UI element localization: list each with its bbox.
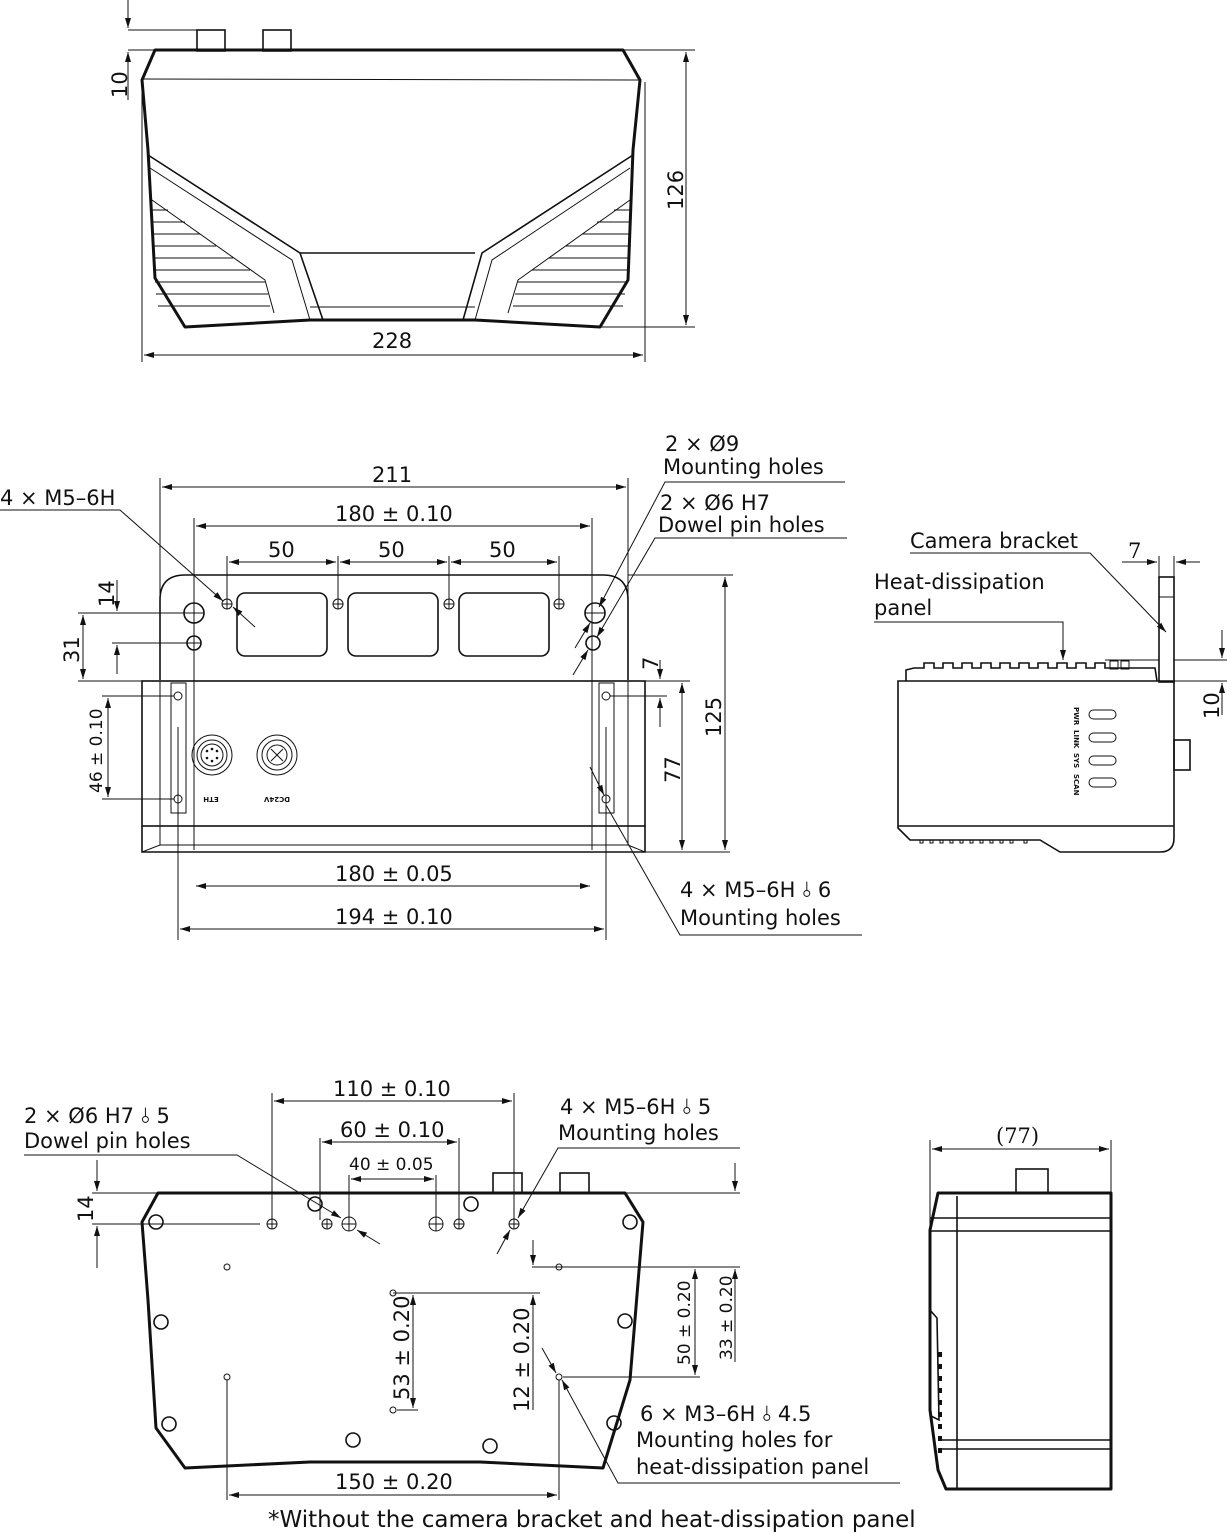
callout-bottom-m5-line1: 4 × M5–6H ⫰ 5 bbox=[560, 1095, 711, 1119]
callout-panel-line2: panel bbox=[874, 596, 932, 620]
dc24v-connector bbox=[256, 734, 298, 776]
dim-60: 60 ± 0.10 bbox=[340, 1118, 444, 1142]
dim-46: 46 ± 0.10 bbox=[87, 708, 107, 793]
end-housing-outline bbox=[928, 1191, 1113, 1491]
callout-bottom-dowel-line2: Dowel pin holes bbox=[24, 1129, 191, 1153]
dim-211: 211 bbox=[372, 463, 412, 487]
dim-front-height-126: 126 bbox=[664, 170, 688, 210]
dim-194: 194 ± 0.10 bbox=[335, 905, 453, 929]
callout-bottom-dowel-line1: 2 × Ø6 H7 ⫰ 5 bbox=[24, 1104, 170, 1128]
callout-bottom-m5-line1: 4 × M5–6H ⫰ 6 bbox=[680, 878, 831, 902]
dim-7: 7 bbox=[639, 657, 663, 670]
dim-180-010: 180 ± 0.10 bbox=[335, 502, 453, 526]
dim-front-width-228: 228 bbox=[372, 329, 412, 353]
top-view: ETH DC24V 211 180 ± 0.10 50 50 50 14 bbox=[0, 432, 862, 940]
dim-125: 125 bbox=[702, 697, 726, 737]
led-label-link: LINK bbox=[1072, 730, 1080, 749]
dim-31: 31 bbox=[60, 636, 84, 663]
led-sys bbox=[1088, 755, 1117, 766]
led-link bbox=[1088, 732, 1117, 743]
heat-dissipation-fins bbox=[905, 662, 1158, 682]
camera-bracket bbox=[1158, 576, 1175, 683]
top-view-body bbox=[141, 680, 646, 827]
dim-77-ref: (77) bbox=[996, 1124, 1039, 1148]
led-scan bbox=[1088, 777, 1117, 788]
eth-label: ETH bbox=[203, 795, 219, 803]
dim-180-005: 180 ± 0.05 bbox=[335, 862, 453, 886]
dim-150: 150 ± 0.20 bbox=[335, 1470, 453, 1494]
callout-bottom-m5-line2: Mounting holes bbox=[680, 906, 841, 930]
dim-bottom-14: 14 bbox=[74, 1195, 98, 1222]
footnote: *Without the camera bracket and heat-dis… bbox=[268, 1507, 916, 1533]
callout-mount9-line2: Mounting holes bbox=[663, 455, 824, 479]
led-label-sys: SYS bbox=[1072, 753, 1080, 768]
side-view: PWR LINK SYS SCAN 7 10 Camera bracket He… bbox=[874, 529, 1227, 853]
callout-m3-line2: Mounting holes for bbox=[636, 1428, 833, 1452]
dim-front-height-10: 10 bbox=[108, 71, 132, 98]
led-pwr bbox=[1088, 709, 1117, 720]
led-indicators: PWR LINK SYS SCAN bbox=[1072, 707, 1117, 796]
dim-pitch-50-3: 50 bbox=[489, 538, 516, 562]
connector-stub-1 bbox=[196, 29, 226, 52]
callout-m3-line1: 6 × M3–6H ⫰ 4.5 bbox=[640, 1402, 811, 1426]
dim-77: 77 bbox=[661, 756, 685, 783]
connector-stub-2 bbox=[262, 29, 292, 52]
dc24v-label: DC24V bbox=[263, 795, 290, 803]
dim-bracket-7: 7 bbox=[1128, 539, 1141, 563]
callout-m3-line3: heat-dissipation panel bbox=[636, 1455, 869, 1479]
dim-110: 110 ± 0.10 bbox=[333, 1077, 451, 1101]
dim-33: 33 ± 0.20 bbox=[717, 1275, 737, 1360]
dim-50: 50 ± 0.20 bbox=[675, 1280, 695, 1365]
front-view: 10 126 228 bbox=[108, 0, 695, 362]
bottom-view: 110 ± 0.10 60 ± 0.10 40 ± 0.05 14 33 ± 0… bbox=[24, 1077, 900, 1500]
side-housing-outline bbox=[897, 680, 1175, 853]
vent-slats-left bbox=[151, 199, 275, 314]
callout-panel-line1: Heat-dissipation bbox=[874, 570, 1045, 594]
callout-dowel-line1: 2 × Ø6 H7 bbox=[660, 491, 770, 515]
callout-dowel-line2: Dowel pin holes bbox=[658, 513, 825, 537]
side-connector bbox=[1173, 739, 1191, 771]
callout-camera-bracket: Camera bracket bbox=[910, 529, 1078, 553]
eth-connector bbox=[191, 734, 233, 776]
bracket-plate-outline bbox=[159, 574, 629, 680]
led-label-scan: SCAN bbox=[1072, 774, 1080, 796]
end-view: (77) bbox=[928, 1124, 1113, 1491]
dim-14: 14 bbox=[95, 580, 119, 607]
large-holes bbox=[148, 1196, 638, 1454]
front-housing-outline bbox=[140, 48, 642, 329]
dim-pitch-50-1: 50 bbox=[268, 538, 295, 562]
dim-53: 53 ± 0.20 bbox=[390, 1296, 414, 1400]
dim-40: 40 ± 0.05 bbox=[349, 1155, 434, 1175]
dim-12: 12 ± 0.20 bbox=[510, 1308, 534, 1412]
callout-bottom-m5-line2: Mounting holes bbox=[558, 1121, 719, 1145]
led-label-pwr: PWR bbox=[1072, 707, 1080, 726]
dim-pitch-50-2: 50 bbox=[378, 538, 405, 562]
callout-mount9-line1: 2 × Ø9 bbox=[665, 432, 739, 456]
callout-4xm5: 4 × M5–6H bbox=[0, 486, 115, 510]
dim-panel-10: 10 bbox=[1200, 692, 1224, 719]
vent-slats-right bbox=[507, 199, 631, 314]
bottom-housing-outline bbox=[140, 1191, 645, 1470]
